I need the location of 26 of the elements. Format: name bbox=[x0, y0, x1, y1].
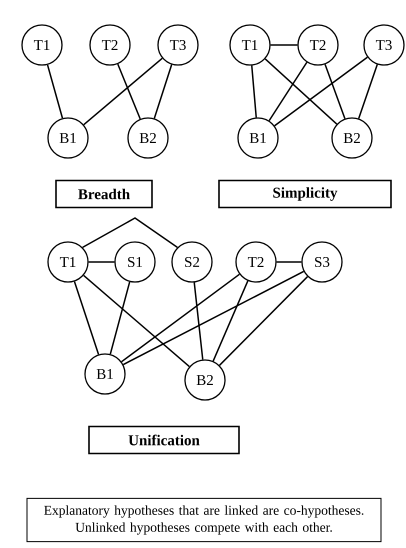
connector-line bbox=[46, 64, 64, 118]
connector-line bbox=[264, 58, 338, 125]
connector-line bbox=[82, 217, 178, 248]
connector-line bbox=[83, 58, 163, 126]
connector-line bbox=[270, 44, 298, 46]
criterion-label-box: Breadth bbox=[55, 180, 153, 208]
note-box: Explanatory hypotheses that are linked are co-hypotheses. Unlinked hypotheses compete with each other. bbox=[26, 498, 382, 542]
criterion-label-box: Unification bbox=[88, 426, 240, 454]
connector-line bbox=[219, 276, 308, 366]
connector-line bbox=[251, 66, 257, 118]
connector-line bbox=[123, 270, 304, 366]
connector-line bbox=[268, 62, 308, 122]
connector-line bbox=[212, 280, 248, 362]
connector-line bbox=[324, 64, 346, 119]
connector-line bbox=[274, 56, 368, 126]
connector-line bbox=[121, 274, 240, 362]
connector-line bbox=[83, 274, 190, 368]
connector-line bbox=[276, 261, 302, 263]
connector-line bbox=[358, 64, 378, 119]
criterion-label-box: Simplicity bbox=[218, 180, 392, 208]
connector-line bbox=[194, 282, 204, 360]
connector-line bbox=[110, 282, 130, 354]
connector-line bbox=[74, 281, 100, 355]
connector-line bbox=[88, 261, 114, 263]
connector-line bbox=[154, 64, 172, 119]
connector-line bbox=[117, 64, 141, 120]
